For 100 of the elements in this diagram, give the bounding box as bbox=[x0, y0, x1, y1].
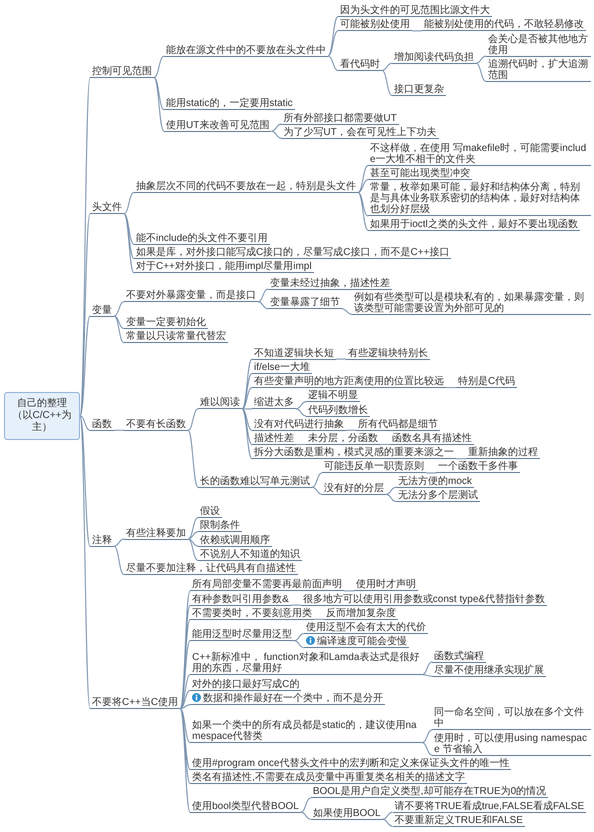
branch-connector bbox=[358, 179, 368, 193]
branch-connector bbox=[242, 408, 252, 460]
branch-connector bbox=[300, 812, 312, 820]
branch-connector bbox=[180, 674, 191, 710]
branch-connector bbox=[382, 812, 394, 820]
branch-connector bbox=[312, 486, 322, 495]
branch-connector bbox=[296, 444, 306, 445]
branch-connector bbox=[380, 444, 390, 445]
topic-text: C++新标准中， function对象和Lamda表达式是很好用的东西，尽量用好 bbox=[192, 652, 420, 674]
branch-connector bbox=[124, 213, 134, 274]
topic-text: 不这样做，在使用 写makefile时，可能需要include一大堆不相干的文件夹 bbox=[370, 143, 586, 165]
topic-text: 函数 bbox=[92, 418, 112, 430]
topic-text: 尽量不使用继承实现扩展 bbox=[434, 664, 544, 676]
topic-text: 看代码时 bbox=[340, 58, 380, 70]
topic-text: 增加阅读代码负担 bbox=[394, 52, 474, 63]
topic-text: 函数名具有描述性 bbox=[392, 433, 472, 444]
topic-text: 追溯代码时，扩大追溯范围 bbox=[488, 58, 588, 81]
branch-connector bbox=[358, 192, 368, 231]
topic-branch bbox=[304, 636, 410, 648]
branch-connector bbox=[270, 124, 282, 132]
topic-text: 请不要将TRUE看成true,FALSE看成FALSE bbox=[394, 800, 584, 812]
topic-text: 头文件 bbox=[92, 202, 122, 214]
topic-text: 能被别处使用的代码，不敢轻易修改 bbox=[424, 19, 584, 30]
topic-text: 反而增加复杂度 bbox=[326, 608, 396, 619]
branch-connector bbox=[386, 486, 396, 495]
branch-connector bbox=[242, 408, 252, 410]
topic-text: 没有对代码进行抽象 bbox=[254, 418, 344, 430]
topic-text: 控制可见范围 bbox=[92, 66, 152, 77]
topic-text: 没有好的分层 bbox=[324, 482, 384, 494]
branch-connector bbox=[476, 56, 486, 64]
topic-text: 甚至可能出现类型冲突 bbox=[370, 168, 470, 180]
branch-connector bbox=[124, 192, 134, 214]
topic-text: 所有局部变量不需要再最前面声明 bbox=[192, 579, 342, 590]
topic-text: 能用泛型时尽量用泛型 bbox=[192, 629, 292, 640]
topic-text: 依赖或调用顺序 bbox=[200, 534, 270, 546]
branch-connector bbox=[386, 494, 396, 502]
branch-connector bbox=[114, 430, 124, 431]
branch-connector bbox=[80, 316, 90, 416]
branch-connector bbox=[188, 538, 198, 561]
branch-connector bbox=[412, 30, 422, 32]
topic-text: 假设 bbox=[200, 506, 220, 518]
branch-connector bbox=[180, 704, 191, 710]
branch-connector bbox=[188, 408, 198, 431]
branch-connector bbox=[242, 358, 252, 410]
topic-text: 变量暴露了细节 bbox=[270, 297, 340, 308]
branch-connector bbox=[114, 316, 124, 344]
branch-connector bbox=[328, 30, 338, 57]
branch-connector bbox=[382, 818, 394, 827]
topic-text: 不说别人不知道的知识 bbox=[200, 548, 300, 560]
topic-text: 所有代码都是细节 bbox=[358, 418, 438, 430]
topic-text: 同一命名空间，可以放在多个文件中 bbox=[434, 707, 584, 730]
branch-connector bbox=[382, 62, 392, 71]
topic-text: if/else一大堆 bbox=[254, 362, 310, 373]
topic-text: 如果使用BOOL bbox=[312, 808, 381, 819]
branch-connector bbox=[188, 430, 198, 488]
topic-text: 能放在源文件中的不要放在头文件中 bbox=[166, 44, 326, 56]
branch-connector bbox=[296, 408, 306, 417]
topic-text: 有些注释要加 bbox=[126, 528, 186, 539]
branch-connector bbox=[426, 472, 436, 474]
topic-text: 可能违反单一职责原则 bbox=[324, 461, 424, 472]
topic-text: 限制条件 bbox=[200, 520, 240, 532]
branch-connector bbox=[258, 288, 268, 302]
topic-text: 不要对外暴露变量，而是接口 bbox=[126, 290, 256, 302]
branch-connector bbox=[242, 408, 252, 431]
branch-connector bbox=[342, 308, 352, 315]
topic-text: 尽量不要加注释，让代码具有自描述性 bbox=[126, 563, 296, 574]
branch-connector bbox=[422, 742, 433, 756]
topic-text: 如果用于ioctl之类的头文件，最好不要出现函数 bbox=[370, 218, 578, 230]
topic-text: 长的函数难以写单元测试 bbox=[200, 476, 310, 487]
branch-connector bbox=[476, 62, 486, 82]
topic-text: 能不include的头文件不要引用 bbox=[136, 232, 268, 244]
topic-text: 因为头文件的可见范围比源文件大 bbox=[340, 5, 490, 16]
topic-text: 编译速度可能会变慢 bbox=[317, 636, 408, 648]
topic-text: 自己的整理（以C/C++为主） bbox=[12, 398, 72, 433]
branch-connector bbox=[180, 708, 191, 744]
topic-text: 注释 bbox=[92, 534, 112, 546]
branch-connector bbox=[180, 708, 191, 784]
branch-connector bbox=[124, 213, 134, 260]
topic-text: 能用static的，一定要用static bbox=[166, 98, 293, 110]
branch-connector bbox=[188, 538, 198, 547]
branch-connector bbox=[242, 408, 252, 445]
branch-connector bbox=[258, 301, 268, 310]
topic-text: 不需要类时，不要刻意用类 bbox=[192, 608, 312, 619]
topic-text: 描述性差 bbox=[254, 433, 294, 444]
topic-text: 有些变量声明的地方距离使用的位置比较远 bbox=[254, 376, 444, 388]
branch-connector bbox=[296, 401, 306, 410]
topic-text: 会关心是否被其他地方使用 bbox=[488, 34, 588, 56]
branch-connector bbox=[382, 70, 392, 96]
topic-text: 使用时，可以使用using namespace 节省输入 bbox=[434, 732, 587, 755]
branch-connector bbox=[344, 590, 355, 592]
topic-text: 使用bool类型代替BOOL bbox=[192, 800, 299, 812]
topic-text: 使用#program once代替头文件中的宏判断和定义来保证头文件的唯一性 bbox=[192, 758, 510, 769]
branch-connector bbox=[114, 301, 124, 316]
branch-connector bbox=[80, 213, 90, 416]
topic-text: 变量未经过抽象，描述性差 bbox=[270, 278, 390, 289]
branch-connector bbox=[314, 618, 325, 620]
topic-text: 不要将C++当C使用 bbox=[92, 697, 178, 708]
branch-connector bbox=[294, 633, 305, 642]
topic-text: 不要有长函数 bbox=[126, 418, 186, 430]
branch-connector bbox=[80, 416, 90, 710]
